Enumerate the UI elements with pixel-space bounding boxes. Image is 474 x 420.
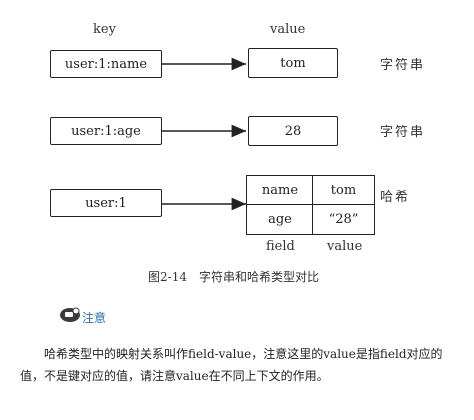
type-label-string-2: 字符串 [380,125,426,140]
key-box-user-1-name: user:1:name [50,50,162,78]
arrows-layer [162,57,246,211]
note-title: 注意 [82,311,107,325]
key-column-header: key [93,22,116,37]
type-label-string-1: 字符串 [380,58,426,73]
note-body: 哈希类型中的映射关系叫作field-value，注意这里的value是指fiel… [20,347,443,383]
key-box-user-1: user:1 [50,189,162,217]
hash-field-age: age [246,204,314,235]
hash-field-name: name [246,175,314,206]
hash-value-tom: tom [312,175,375,206]
value-box-tom: tom [248,48,338,78]
key-box-user-1-age: user:1:age [50,117,162,145]
value-label: value [327,239,363,254]
note-icon [60,306,82,322]
value-column-header: value [270,22,306,37]
figure-caption: 图2-14 字符串和哈希类型对比 [148,270,319,284]
hash-value-28: “28” [312,204,375,235]
value-box-28: 28 [248,116,338,146]
type-label-hash: 哈希 [380,190,411,205]
field-label: field [266,239,295,254]
